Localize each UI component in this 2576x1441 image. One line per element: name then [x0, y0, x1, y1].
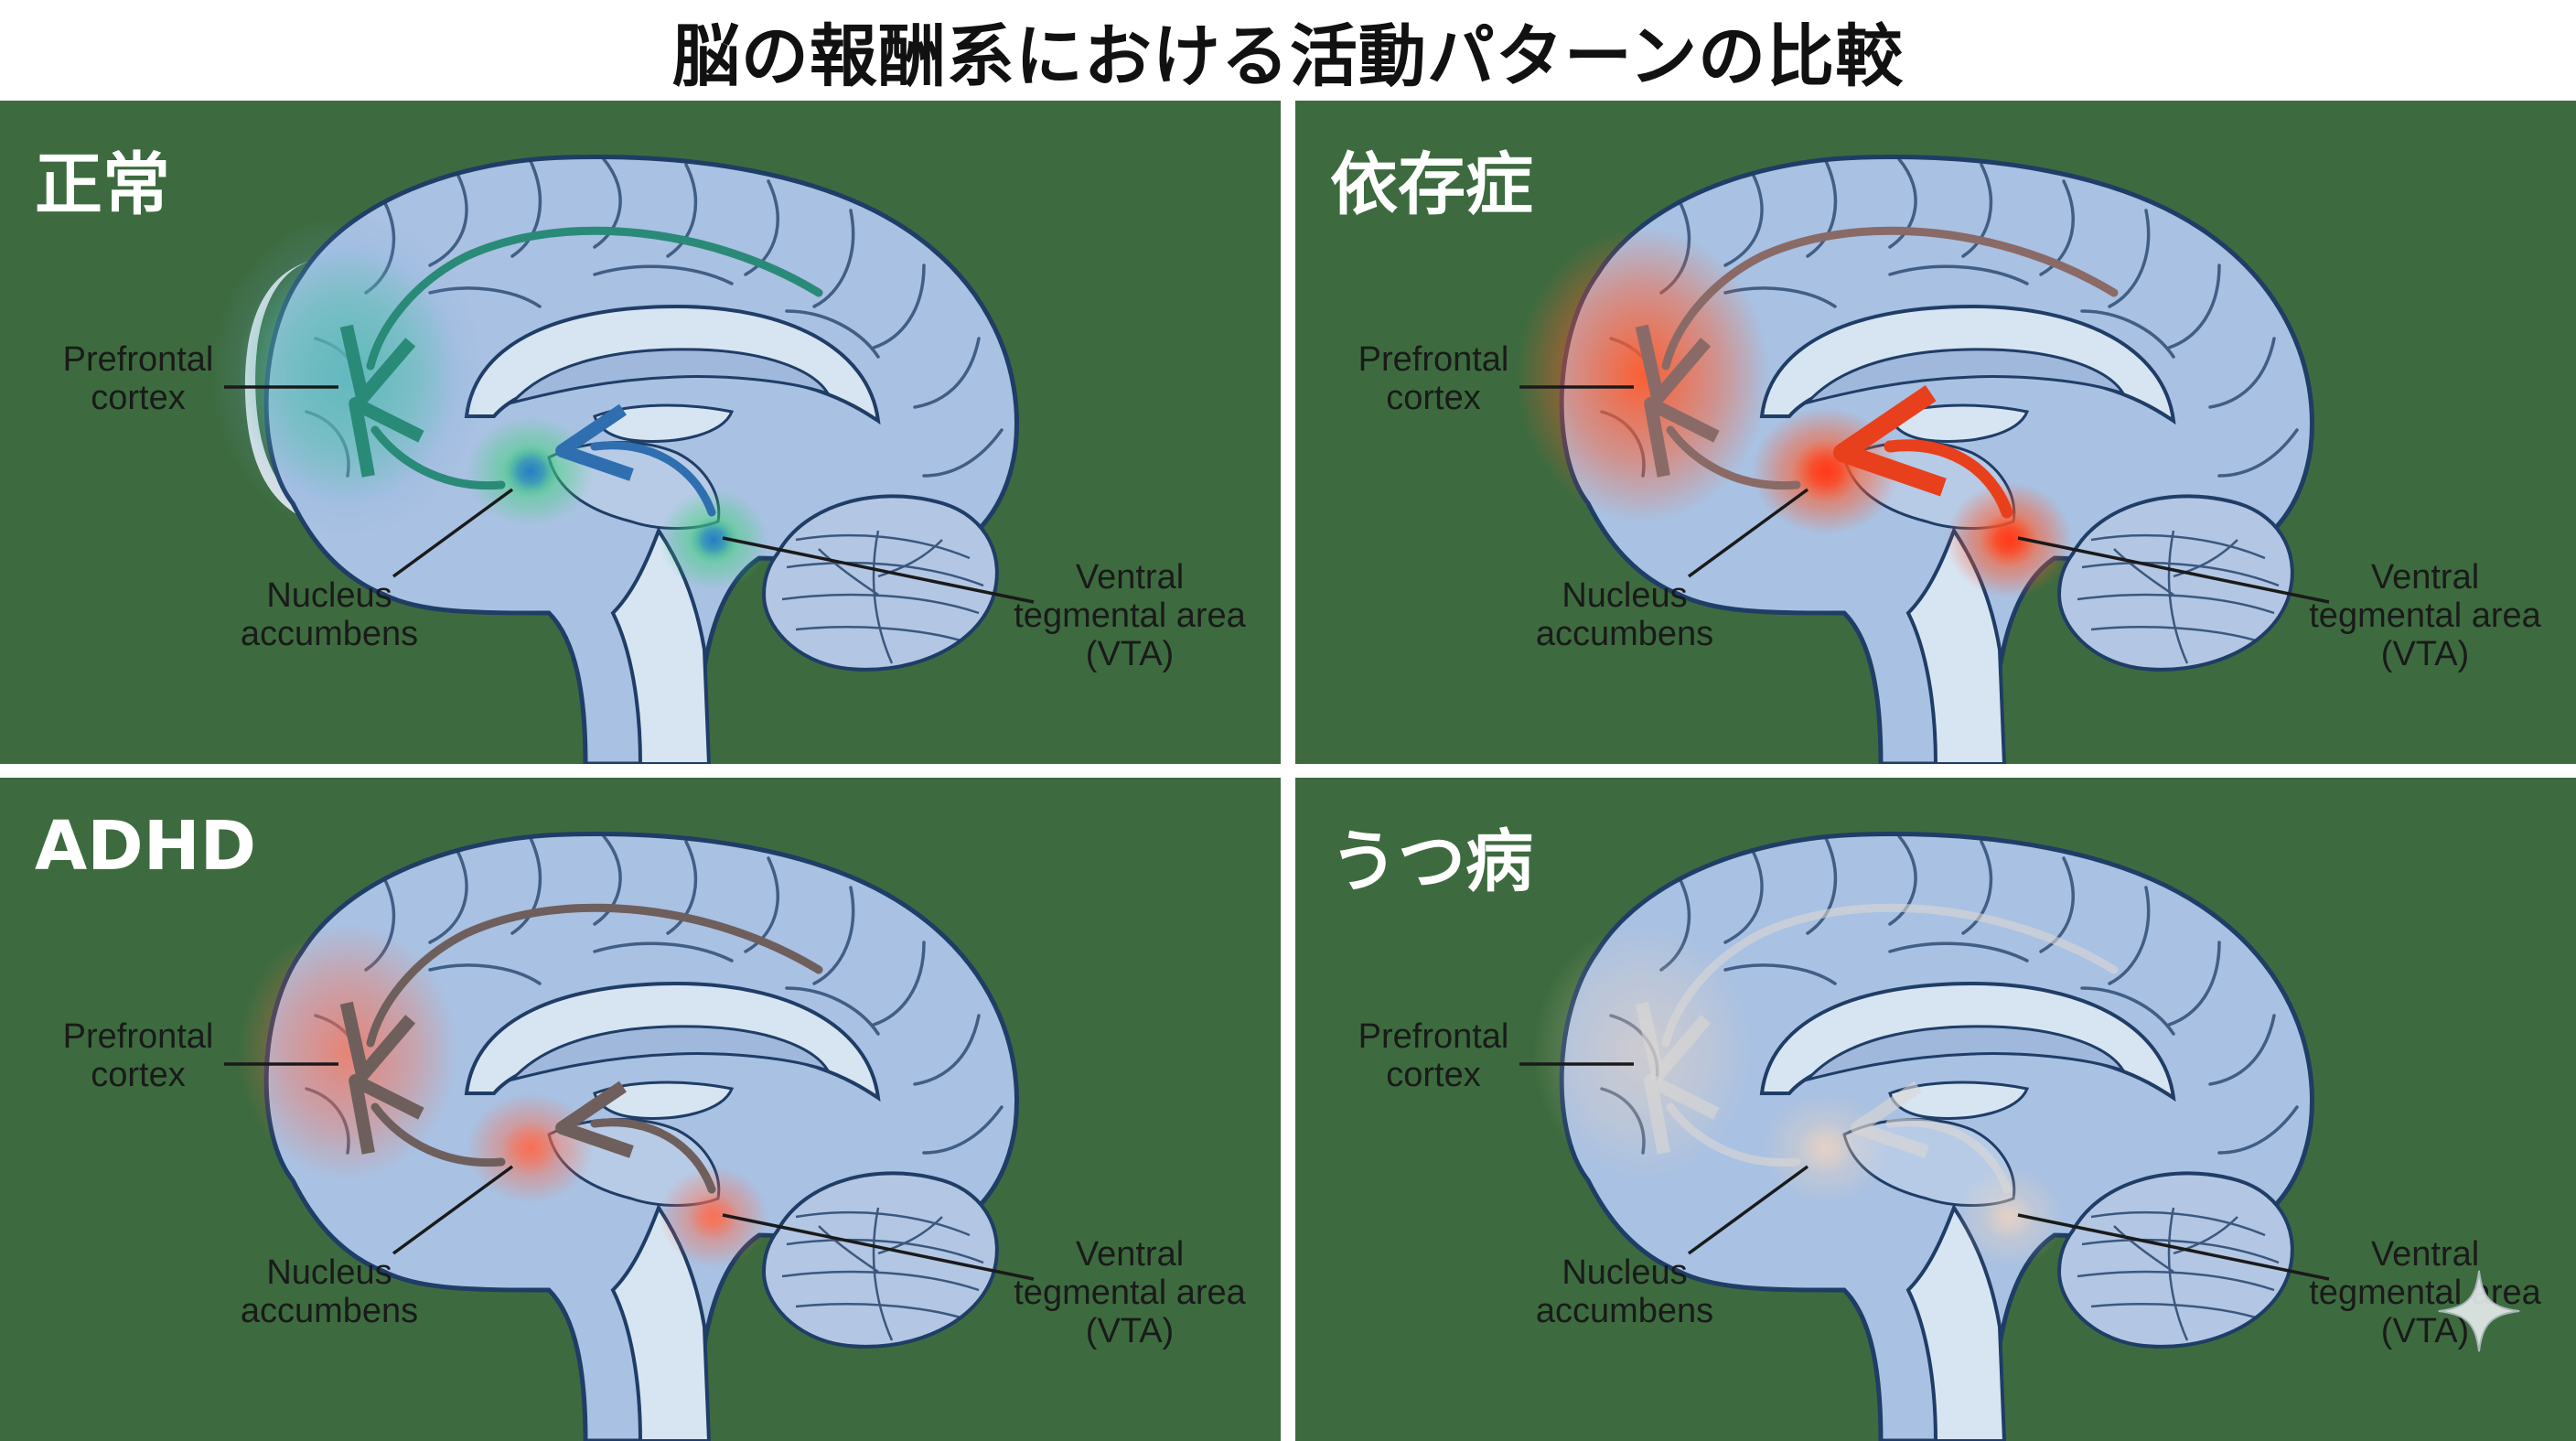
- arrow-vta-to-nac: [1851, 1081, 2012, 1194]
- nac-core: [501, 1121, 560, 1176]
- label-pfc-line2: cortex: [91, 1056, 186, 1094]
- brain-sulci: [1600, 157, 2299, 478]
- arrow-cortex-to-pfc: [1635, 903, 2119, 1082]
- arrow-vta-to-nac: [555, 403, 716, 517]
- brain-cerebellum: [2056, 1171, 2294, 1349]
- label-ventral-tegmental-area: Ventral tegmental area (VTA): [2274, 1235, 2576, 1350]
- panel-adhd: ADHD Prefrontal cortex Nucleus accumbens…: [0, 778, 1281, 1441]
- vta-core: [1983, 1193, 2034, 1241]
- label-prefrontal-cortex: Prefrontal cortex: [5, 1017, 271, 1094]
- label-nac-line1: Nucleus: [1562, 576, 1688, 615]
- panel-normal: 正常 Prefrontal cortex Nucleus accumbens V…: [0, 101, 1281, 764]
- label-nac-line1: Nucleus: [1562, 1253, 1688, 1292]
- label-pfc-line1: Prefrontal: [1358, 1017, 1509, 1056]
- brain-cerebellum: [761, 1171, 999, 1349]
- brainstem: [1905, 1203, 2007, 1441]
- label-vta-line1: Ventral: [1075, 558, 1185, 597]
- label-vta-line3: (VTA): [1085, 635, 1175, 673]
- page-title: 脳の報酬系における活動パターンの比較: [671, 16, 1905, 96]
- label-pfc-line1: Prefrontal: [62, 340, 214, 379]
- label-nac-line2: accumbens: [240, 615, 419, 653]
- label-prefrontal-cortex: Prefrontal cortex: [5, 340, 271, 417]
- label-nac-line2: accumbens: [240, 1292, 419, 1330]
- label-vta-line1: Ventral: [2370, 558, 2480, 597]
- label-vta-line2: tegmental area: [2309, 597, 2541, 635]
- label-vta-line2: tegmental area: [1014, 597, 1246, 635]
- nac-core: [1797, 1121, 1855, 1176]
- brain-sulci: [305, 157, 1004, 478]
- label-vta-line1: Ventral: [1075, 1235, 1185, 1274]
- arrow-nac-to-pfc: [1644, 397, 1801, 490]
- brainstem: [610, 1203, 712, 1441]
- panel-title: うつ病: [1330, 823, 1533, 901]
- brain-cerebellum: [2056, 494, 2294, 672]
- vta-core: [688, 1193, 739, 1241]
- label-ventral-tegmental-area: Ventral tegmental area (VTA): [979, 1235, 1281, 1350]
- label-nucleus-accumbens: Nucleus accumbens: [192, 1253, 467, 1330]
- label-nucleus-accumbens: Nucleus accumbens: [1487, 576, 1762, 653]
- brainstem: [610, 526, 712, 764]
- label-pfc-line2: cortex: [91, 379, 186, 417]
- label-nac-line1: Nucleus: [266, 576, 392, 615]
- nac-leader: [1687, 488, 1809, 578]
- vta-leader: [722, 536, 1035, 604]
- vta-leader: [722, 1213, 1035, 1281]
- label-ventral-tegmental-area: Ventral tegmental area (VTA): [2274, 558, 2576, 673]
- sparkle-watermark-icon: [2438, 1270, 2520, 1352]
- panel-addiction: 依存症 Prefrontal cortex Nucleus accumbens …: [1295, 101, 2576, 764]
- arrow-cortex-to-pfc: [1635, 226, 2119, 405]
- label-vta-line2: tegmental area: [2309, 1274, 2541, 1312]
- brain-cerebellum: [761, 494, 999, 672]
- label-pfc-line2: cortex: [1386, 379, 1481, 417]
- label-ventral-tegmental-area: Ventral tegmental area (VTA): [979, 558, 1281, 673]
- brain-sulci: [305, 834, 1004, 1155]
- label-pfc-line2: cortex: [1386, 1056, 1481, 1094]
- label-vta-line1: Ventral: [2370, 1235, 2480, 1274]
- label-nucleus-accumbens: Nucleus accumbens: [192, 576, 467, 653]
- label-vta-line2: tegmental area: [1014, 1274, 1246, 1312]
- label-vta-line3: (VTA): [1085, 1312, 1175, 1350]
- label-prefrontal-cortex: Prefrontal cortex: [1301, 1017, 1566, 1094]
- nac-leader: [392, 488, 514, 578]
- arrow-vta-to-nac: [1833, 385, 2013, 519]
- panel-title: 正常: [35, 145, 170, 224]
- panel-title: 依存症: [1330, 145, 1533, 224]
- nac-leader: [1687, 1165, 1809, 1255]
- vta-core: [1979, 512, 2039, 567]
- label-nac-line2: accumbens: [1535, 615, 1714, 653]
- arrow-cortex-to-pfc: [339, 903, 823, 1082]
- panel-title: ADHD: [35, 807, 257, 886]
- arrow-cortex-to-pfc: [339, 226, 823, 405]
- label-pfc-line1: Prefrontal: [1358, 340, 1509, 379]
- label-nac-line2: accumbens: [1535, 1292, 1714, 1330]
- panel-depression: うつ病 Prefrontal cortex Nucleus accumbens …: [1295, 778, 2576, 1441]
- arrow-vta-to-nac: [555, 1081, 716, 1194]
- vta-leader: [2017, 1213, 2330, 1281]
- arrow-nac-to-pfc: [1644, 1074, 1801, 1167]
- vta-core: [688, 516, 739, 564]
- label-vta-line3: (VTA): [2380, 1312, 2470, 1350]
- nac-leader: [392, 1165, 514, 1255]
- vta-leader: [2017, 536, 2330, 604]
- label-nucleus-accumbens: Nucleus accumbens: [1487, 1253, 1762, 1330]
- label-pfc-line1: Prefrontal: [62, 1017, 214, 1056]
- nac-core: [501, 444, 560, 499]
- arrow-nac-to-pfc: [349, 1074, 506, 1167]
- label-nac-line1: Nucleus: [266, 1253, 392, 1292]
- arrow-nac-to-pfc: [349, 397, 506, 490]
- label-vta-line3: (VTA): [2380, 635, 2470, 673]
- label-prefrontal-cortex: Prefrontal cortex: [1301, 340, 1566, 417]
